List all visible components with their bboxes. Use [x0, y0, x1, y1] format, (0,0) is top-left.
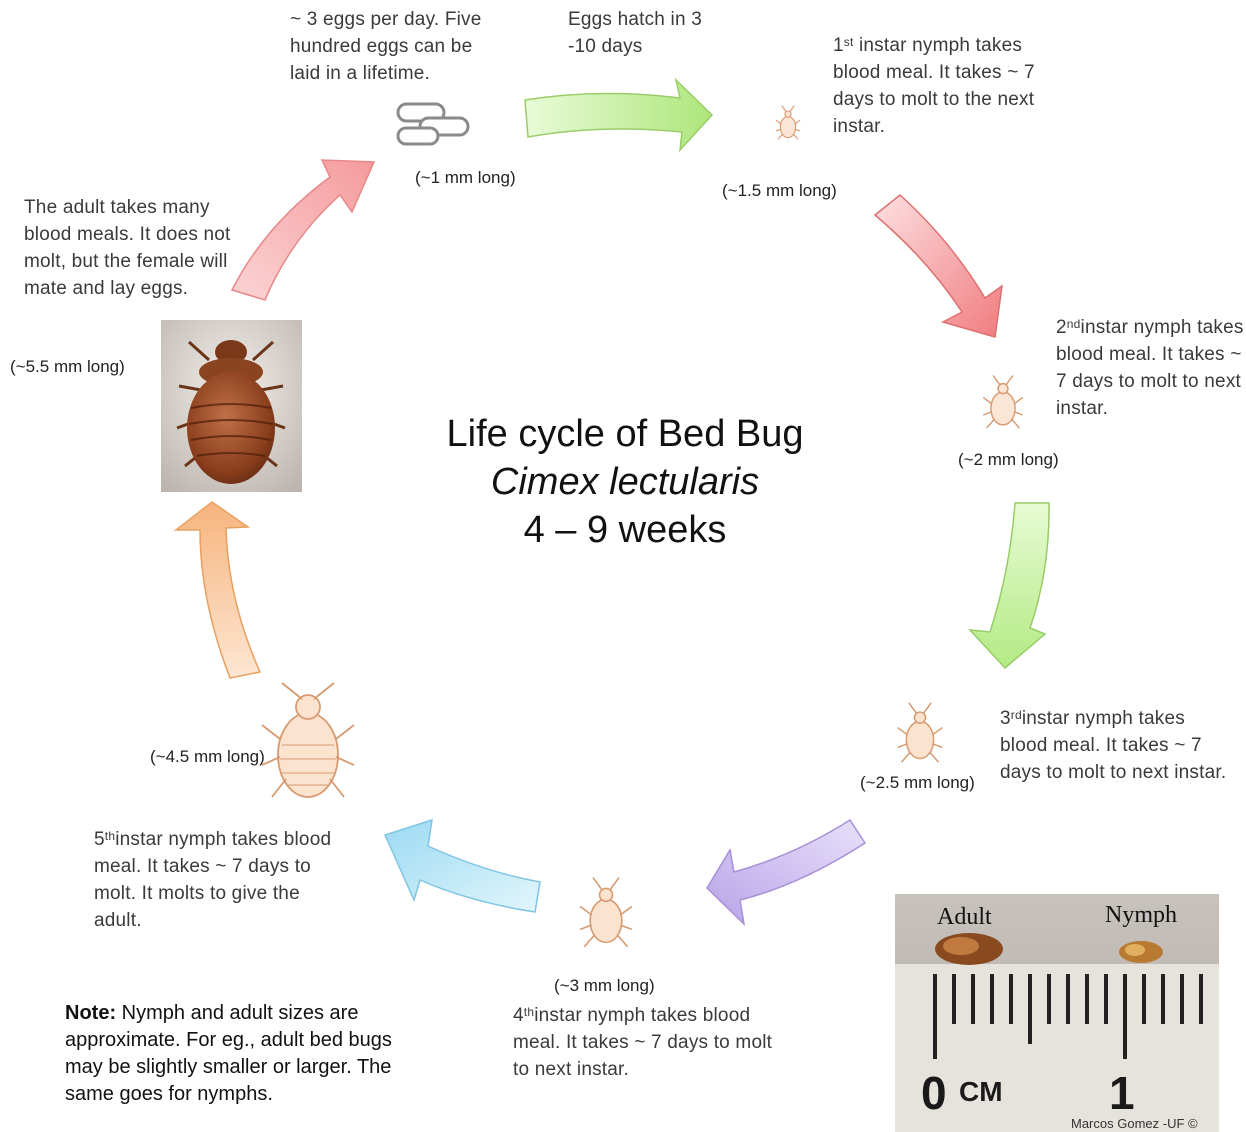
bug-icon-instar3: [898, 703, 943, 763]
comparison-adult-label: Adult: [937, 904, 992, 931]
bug-icon-instar5: [262, 683, 354, 797]
instar2-ordinal-suffix: nd: [1067, 317, 1081, 331]
instar5-ordinal: 5: [94, 829, 105, 850]
title-duration: 4 – 9 weeks: [400, 506, 850, 554]
bug-icon-instar1: [776, 106, 800, 139]
instar5-ordinal-suffix: th: [105, 829, 115, 843]
arrow-instar1-to-instar2: [875, 195, 1002, 337]
instar4-ordinal: 4: [513, 1005, 524, 1026]
title-line-1: Life cycle of Bed Bug: [400, 410, 850, 458]
instar4-size: (~3 mm long): [554, 976, 655, 996]
instar1-text: instar nymph takes blood meal. It takes …: [833, 35, 1035, 137]
instar2-text: instar nymph takes blood meal. It takes …: [1056, 317, 1244, 419]
instar2-ordinal: 2: [1056, 317, 1067, 338]
ruler-comparison-photo: Adult Nymph 0 CM 1 Marcos Gomez -UF ©: [895, 894, 1219, 1132]
ruler-zero-label: 0: [921, 1066, 947, 1120]
instar1-ordinal: 1: [833, 35, 844, 56]
eggs-description: ~ 3 eggs per day. Five hundred eggs can …: [290, 6, 490, 87]
instar5-description: 5thinstar nymph takes blood meal. It tak…: [94, 826, 334, 934]
instar1-description: 1st instar nymph takes blood meal. It ta…: [833, 32, 1073, 140]
photo-credit: Marcos Gomez -UF ©: [1071, 1116, 1198, 1131]
arrow-instar4-to-instar5: [385, 820, 540, 912]
instar4-description: 4thinstar nymph takes blood meal. It tak…: [513, 1002, 783, 1083]
instar4-text: instar nymph takes blood meal. It takes …: [513, 1005, 772, 1080]
arrow-eggs-to-instar1: [525, 80, 712, 150]
eggs-size: (~1 mm long): [415, 168, 516, 188]
instar1-size: (~1.5 mm long): [722, 181, 837, 201]
bug-icon-instar4: [580, 878, 632, 947]
arrow-instar2-to-instar3: [970, 503, 1049, 668]
ruler-one-label: 1: [1109, 1066, 1135, 1120]
title-scientific-name: Cimex lectularis: [400, 458, 850, 506]
hatch-description: Eggs hatch in 3 -10 days: [568, 6, 708, 60]
instar3-description: 3rdinstar nymph takes blood meal. It tak…: [1000, 705, 1230, 786]
instar2-size: (~2 mm long): [958, 450, 1059, 470]
instar5-text: instar nymph takes blood meal. It takes …: [94, 829, 331, 931]
comparison-nymph-label: Nymph: [1105, 902, 1177, 929]
instar3-size: (~2.5 mm long): [860, 773, 975, 793]
adult-bed-bug-photo: [161, 320, 302, 492]
bug-icon-instar2: [983, 375, 1023, 428]
instar1-ordinal-suffix: st: [844, 35, 854, 49]
arrow-instar3-to-instar4: [707, 820, 865, 924]
instar4-ordinal-suffix: th: [524, 1005, 534, 1019]
instar3-ordinal-suffix: rd: [1011, 708, 1022, 722]
instar3-text: instar nymph takes blood meal. It takes …: [1000, 708, 1226, 783]
diagram-title: Life cycle of Bed Bug Cimex lectularis 4…: [400, 410, 850, 554]
instar3-ordinal: 3: [1000, 708, 1011, 729]
ruler-unit-label: CM: [959, 1076, 1003, 1108]
arrow-instar5-to-adult: [176, 502, 260, 678]
adult-description: The adult takes many blood meals. It doe…: [24, 194, 239, 302]
note-label: Note:: [65, 1002, 116, 1024]
arrow-adult-to-eggs: [232, 160, 374, 300]
size-note: Note: Nymph and adult sizes are approxim…: [65, 1000, 395, 1108]
eggs-icon: [398, 104, 468, 144]
instar5-size: (~4.5 mm long): [150, 747, 265, 767]
adult-size: (~5.5 mm long): [10, 357, 125, 377]
instar2-description: 2ndinstar nymph takes blood meal. It tak…: [1056, 314, 1244, 422]
